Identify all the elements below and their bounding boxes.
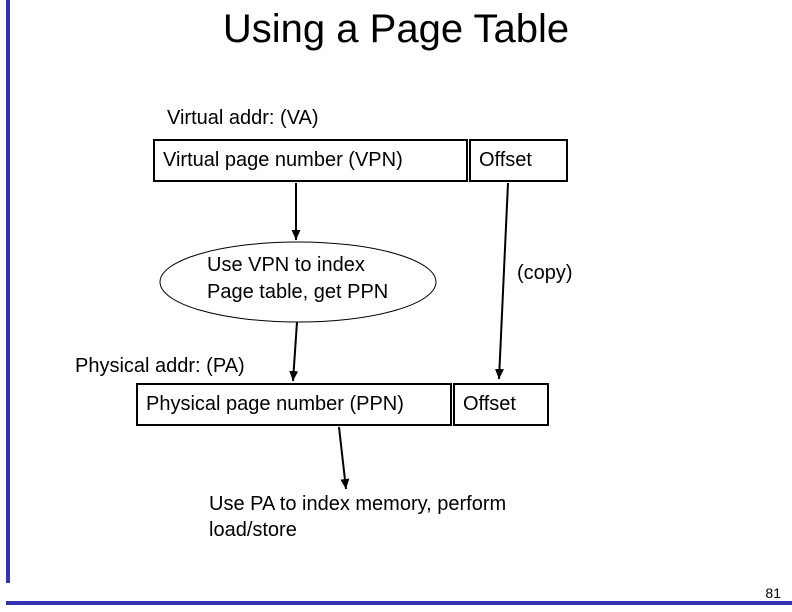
- pagetable-ellipse: [159, 241, 437, 323]
- pa-offset-label: Offset: [463, 393, 516, 415]
- slide-title: Using a Page Table: [222, 7, 570, 51]
- arrow-offset-copy: [494, 182, 509, 380]
- memory-step-text: Use PA to index memory, perform load/sto…: [209, 491, 506, 543]
- page-number: 81: [765, 585, 781, 601]
- physical-addr-label: Physical addr: (PA): [75, 355, 245, 377]
- pagetable-ellipse-text: Use VPN to index Page table, get PPN: [207, 252, 388, 306]
- virtual-addr-label: Virtual addr: (VA): [167, 107, 319, 129]
- pagetable-ellipse-line2: Page table, get PPN: [207, 281, 389, 303]
- pa-offset-box: Offset: [453, 383, 549, 426]
- va-offset-box: Offset: [469, 139, 568, 182]
- ppn-box: Physical page number (PPN): [136, 383, 452, 426]
- arrow-pagetable-to-ppn: [289, 321, 299, 382]
- slide-border-left: [6, 0, 10, 583]
- vpn-label: Virtual page number (VPN): [163, 149, 403, 171]
- pagetable-ellipse-line1: Use VPN to index: [207, 254, 365, 276]
- memory-step-line2: load/store: [209, 519, 297, 541]
- vpn-box: Virtual page number (VPN): [153, 139, 468, 182]
- slide-border-bottom: [6, 601, 792, 605]
- memory-step-line1: Use PA to index memory, perform: [209, 493, 507, 515]
- copy-annotation: (copy): [517, 262, 573, 284]
- arrow-ppn-to-memory: [338, 426, 350, 490]
- ppn-label: Physical page number (PPN): [146, 393, 404, 415]
- va-offset-label: Offset: [479, 149, 532, 171]
